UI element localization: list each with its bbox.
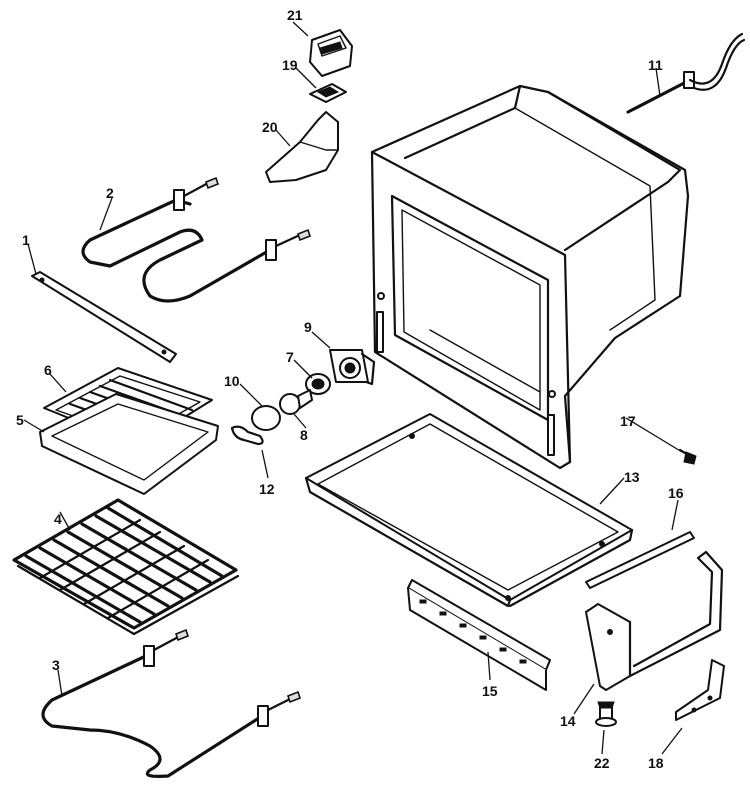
callout-6: 6	[44, 362, 52, 378]
part-19-gasket	[309, 83, 347, 103]
part-22-leveling-leg	[595, 701, 617, 727]
part-17-screw	[678, 448, 697, 465]
callout-1: 1	[22, 232, 30, 248]
part-2-broil-element	[81, 176, 311, 303]
part-1-strip	[31, 271, 177, 363]
callout-21: 21	[287, 7, 303, 23]
part-3-bake-element	[41, 628, 301, 778]
callout-20: 20	[262, 119, 278, 135]
callout-labels: 21 19 20 11 2 1 9 7 10 8 6 5 12 17 13 4 …	[16, 7, 684, 771]
part-5-broil-pan	[39, 393, 219, 495]
callout-19: 19	[282, 57, 298, 73]
callout-9: 9	[304, 319, 312, 335]
part-7-receptacle	[305, 373, 331, 395]
part-16-strip	[585, 531, 695, 589]
callout-7: 7	[286, 349, 294, 365]
callout-12: 12	[259, 481, 275, 497]
callout-16: 16	[668, 485, 684, 501]
callout-11: 11	[648, 57, 663, 73]
part-8-bulb	[279, 389, 313, 415]
part-20-cover	[265, 111, 339, 183]
callout-13: 13	[624, 469, 640, 485]
part-9-light-socket	[329, 349, 376, 386]
callout-10: 10	[224, 373, 240, 389]
part-18-anti-tip-bracket	[675, 659, 725, 721]
oven-cavity	[370, 84, 690, 470]
callout-3: 3	[52, 657, 60, 673]
callout-8: 8	[300, 427, 308, 443]
callout-17: 17	[620, 413, 636, 429]
callout-18: 18	[648, 755, 664, 771]
part-11-sensor	[626, 32, 746, 114]
callout-2: 2	[106, 185, 114, 201]
callout-15: 15	[482, 683, 498, 699]
callout-22: 22	[594, 755, 610, 771]
callout-14: 14	[560, 713, 576, 729]
part-10-lens	[251, 405, 281, 431]
callout-5: 5	[16, 412, 24, 428]
part-4-oven-rack	[12, 498, 240, 636]
part-13-drawer-tray	[304, 413, 634, 608]
part-12-clip	[230, 425, 264, 446]
part-14-frame	[585, 550, 724, 691]
callout-4: 4	[54, 511, 62, 527]
leader-lines	[23, 21, 683, 755]
part-21-switch	[309, 29, 353, 77]
part-15-rail	[407, 579, 551, 691]
